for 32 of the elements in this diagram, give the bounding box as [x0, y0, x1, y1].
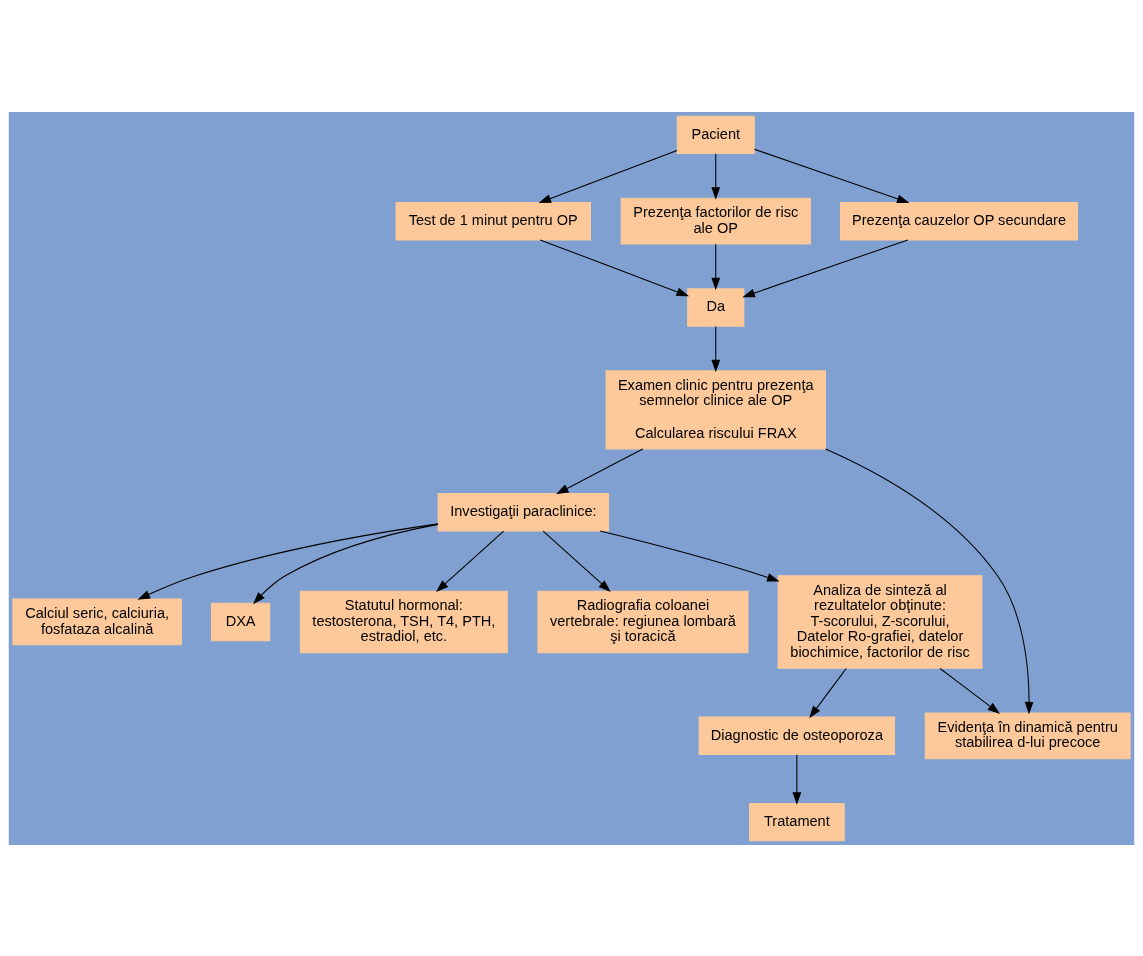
arrow	[253, 523, 439, 604]
node-box: Pacient	[676, 115, 755, 154]
arrow	[711, 152, 721, 200]
node-box: Analiza de sinteză al rezultatelor obţinute: T-scorului, Z-scorului, Datelor Ro-grafiei, datelor biochimice, factorilor de risc	[777, 574, 983, 669]
node-box: Diagnostic de osteoporoza	[698, 716, 896, 755]
node-box: Test de 1 minut pentru OP	[395, 201, 591, 240]
node-box: Statutul hormonal: testosterona, TSH, T4, PTH, estradiol, etc.	[299, 590, 508, 653]
node-box: Radiografia coloanei vertebrale: regiunea lombară şi toracică	[537, 590, 749, 653]
node-box: Calciul seric, calciuria, fosfataza alcalină	[12, 598, 182, 645]
node-box: Da	[687, 287, 745, 327]
arrow	[137, 522, 439, 600]
node-box: Investigaţii paraclinice:	[437, 492, 610, 532]
arrow	[742, 238, 909, 297]
node-box: DXA	[211, 602, 271, 641]
node-box: Prezenţa cauzelor OP secundare	[840, 201, 1079, 240]
node-box: Tratament	[749, 802, 845, 841]
node-box: Examen clinic pentru prezenţa semnelor clinice ale OP Calcularea riscului FRAX	[605, 369, 826, 449]
arrow	[792, 753, 802, 805]
node-box: Prezenţa factorilor de risc ale OP	[620, 197, 811, 245]
arrow	[711, 243, 721, 290]
node-box: Evidenţa în dinamică pentru stabilirea d-lui precoce	[924, 711, 1131, 759]
arrow	[436, 530, 505, 592]
arrow	[809, 667, 847, 718]
arrow	[825, 448, 1034, 714]
arrow	[711, 325, 721, 372]
arrow	[939, 667, 1001, 714]
arrow	[599, 530, 780, 582]
arrow	[556, 447, 644, 494]
arrow	[538, 149, 678, 203]
arrow	[542, 530, 611, 592]
arrow	[753, 148, 910, 203]
arrow	[539, 238, 690, 296]
